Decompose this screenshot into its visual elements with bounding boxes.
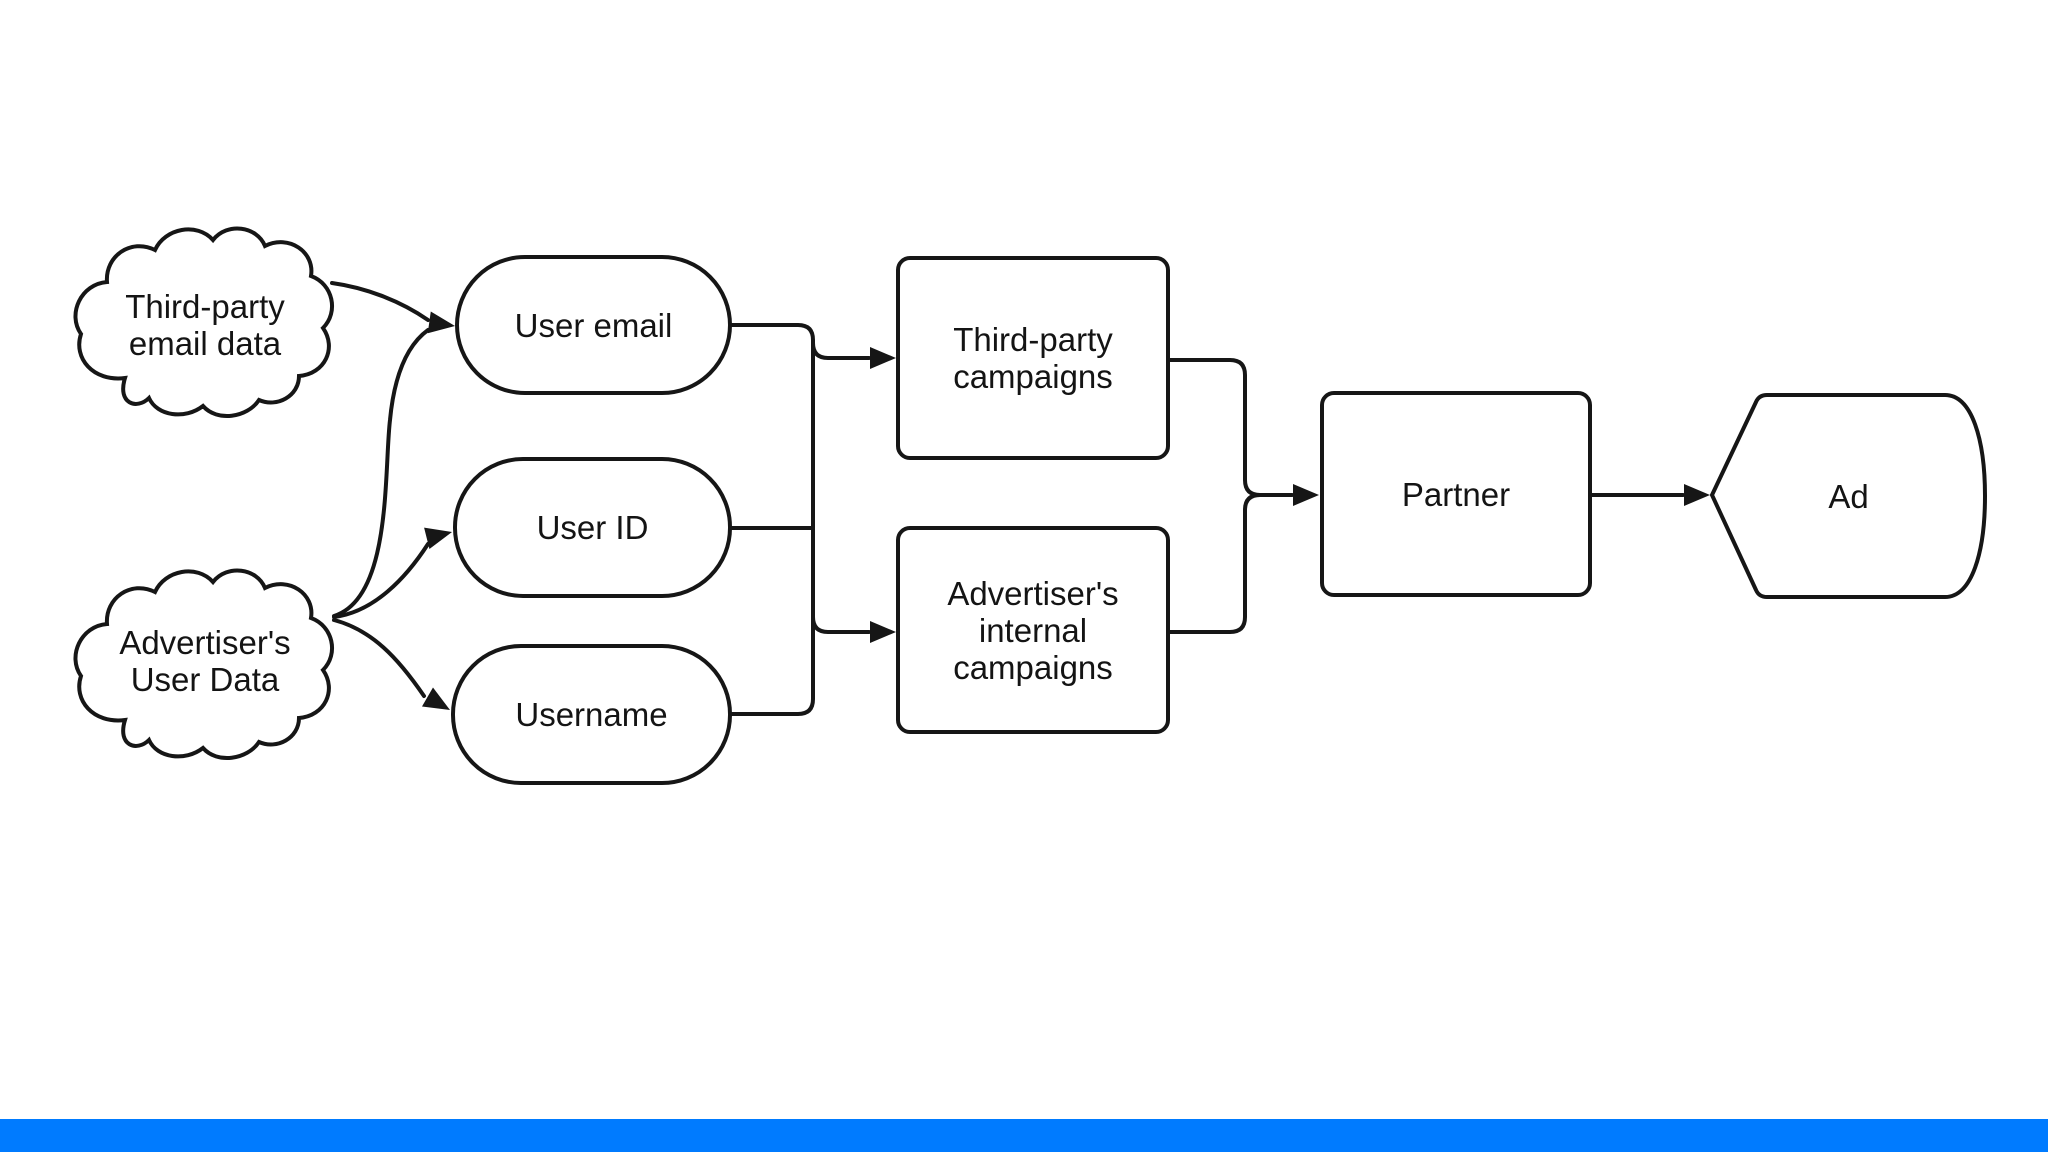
connector-cloud2-to-user-email (332, 328, 430, 618)
box-partner (1320, 391, 1592, 597)
bottom-bar (0, 1119, 2048, 1152)
cloud-third-party-email-data (73, 226, 335, 419)
arrowhead (421, 687, 450, 710)
display-shape-ad (1709, 393, 1988, 599)
connector-cloud2-to-username (332, 618, 426, 698)
stadium-user-id (453, 457, 732, 598)
arrowhead (424, 527, 452, 549)
connector-stadium-bus (728, 323, 815, 716)
connector-bus-to-third-party-campaigns (811, 341, 871, 360)
connector-internal-campaigns-to-partner (1166, 493, 1262, 634)
stadium-user-email (455, 255, 732, 395)
box-advertisers-internal-campaigns (896, 526, 1170, 734)
arrowhead (870, 347, 896, 369)
connector-third-party-campaigns-to-partner (1166, 358, 1294, 497)
arrowhead (1684, 484, 1710, 506)
stadium-username (451, 644, 732, 785)
arrowhead (1293, 484, 1319, 506)
arrowhead (427, 311, 455, 334)
cloud-advertisers-user-data (73, 568, 335, 761)
arrowhead (870, 621, 896, 643)
box-third-party-campaigns (896, 256, 1170, 460)
connector-bus-to-internal-campaigns (811, 615, 871, 634)
connector-cloud1-to-user-email (330, 281, 430, 322)
connector-cloud2-to-user-id (332, 542, 430, 619)
